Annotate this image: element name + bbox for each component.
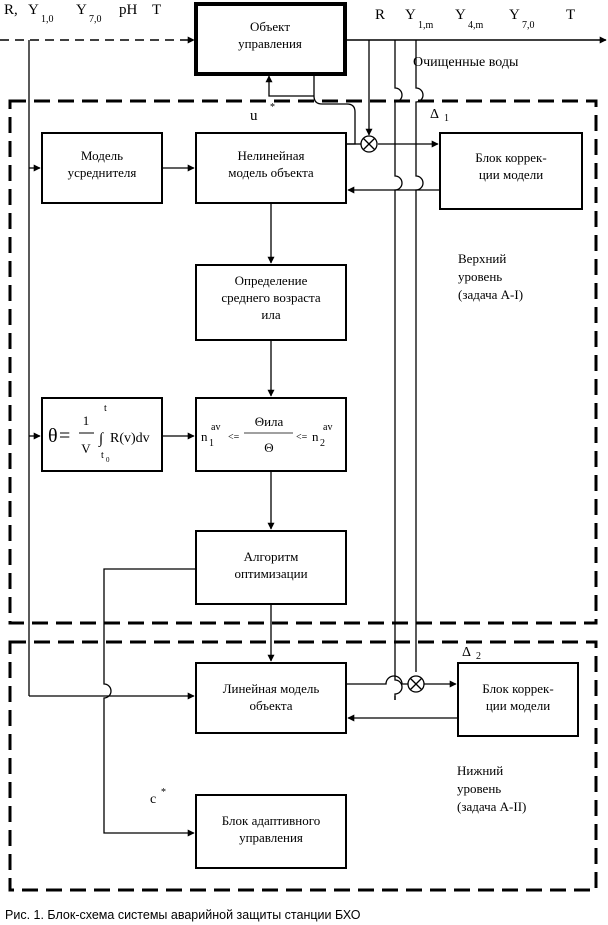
svg-text:∫: ∫: [98, 431, 105, 447]
svg-text:уровень: уровень: [457, 781, 501, 796]
svg-text:7,0: 7,0: [522, 20, 535, 31]
svg-text:оптимизации: оптимизации: [234, 566, 307, 581]
nonlinear-model-block: Нелинейная модель объекта: [195, 132, 347, 204]
svg-text:pH: pH: [119, 2, 138, 18]
svg-text:Δ: Δ: [430, 107, 439, 122]
svg-text:T: T: [152, 2, 161, 18]
averager-model-block: Модель усреднителя: [41, 132, 163, 204]
lower-level-label: Нижний уровень (задача А-II): [457, 763, 526, 814]
linear-model-block: Линейная модель объекта: [195, 662, 347, 734]
svg-text:7,0: 7,0: [89, 14, 102, 25]
svg-text:ила: ила: [261, 307, 280, 322]
svg-text:1: 1: [209, 438, 214, 449]
svg-text:ции модели: ции модели: [486, 698, 550, 713]
summing-junction-upper: [360, 135, 378, 153]
svg-text:Y: Y: [405, 7, 416, 23]
svg-text:Определение: Определение: [235, 273, 308, 288]
svg-text:4,m: 4,m: [468, 20, 484, 31]
delta1-label: Δ 1: [430, 107, 449, 124]
svg-text:T: T: [566, 7, 575, 23]
svg-text:R: R: [375, 7, 385, 23]
svg-text:Θ: Θ: [264, 440, 273, 455]
svg-text:Δ: Δ: [462, 645, 471, 660]
svg-text:1,0: 1,0: [41, 14, 54, 25]
svg-text:R,: R,: [4, 2, 18, 18]
svg-text:av: av: [211, 422, 220, 433]
svg-text:ции модели: ции модели: [479, 167, 543, 182]
svg-text:Нелинейная: Нелинейная: [238, 148, 305, 163]
plant-block: Объект управления: [194, 2, 347, 76]
c-star-label: c *: [150, 787, 166, 807]
adaptive-control-block: Блок адаптивного управления: [195, 794, 347, 869]
svg-text:объекта: объекта: [249, 698, 292, 713]
svg-text:усреднителя: усреднителя: [68, 165, 137, 180]
svg-text:уровень: уровень: [458, 269, 502, 284]
svg-text:управления: управления: [239, 830, 303, 845]
avg-sludge-age-block: Определение среднего возраста ила: [195, 264, 347, 341]
svg-text:Y: Y: [455, 7, 466, 23]
svg-text:n: n: [312, 429, 319, 444]
connectors: [28, 40, 458, 837]
svg-text:c: c: [150, 792, 156, 807]
svg-text:Y: Y: [76, 2, 87, 18]
optimization-block: Алгоритм оптимизации: [195, 530, 347, 605]
svg-text:Y: Y: [509, 7, 520, 23]
upper-level-label: Верхний уровень (задача А-I): [458, 251, 523, 302]
input-signals: R, Y 1,0 Y 7,0 pH T: [4, 2, 161, 25]
svg-text:Линейная модель: Линейная модель: [223, 681, 320, 696]
svg-text:<=: <=: [228, 432, 240, 443]
svg-text:R(v)dv: R(v)dv: [110, 431, 150, 446]
sludge-age-constraint-block: n 1 av <= Θила Θ <= n 2 av: [195, 397, 347, 472]
svg-text:Блок адаптивного: Блок адаптивного: [222, 813, 321, 828]
upper-correction-block: Блок коррек- ции модели: [439, 132, 583, 210]
svg-text:2: 2: [320, 438, 325, 449]
svg-text:(задача А-I): (задача А-I): [458, 287, 523, 302]
svg-text:(задача А-II): (задача А-II): [457, 799, 526, 814]
svg-text:*: *: [161, 787, 166, 798]
svg-text:V: V: [81, 441, 91, 456]
svg-text:1: 1: [83, 413, 90, 428]
svg-text:модель объекта: модель объекта: [228, 165, 314, 180]
svg-text:Θила: Θила: [255, 414, 284, 429]
summing-junction-lower: [407, 675, 425, 693]
svg-text:u: u: [250, 108, 258, 124]
svg-text:Блок коррек-: Блок коррек-: [475, 150, 546, 165]
theta-formula-block: θ = 1 V t ∫ t 0 R(v)dv: [41, 397, 163, 472]
delta2-label: Δ 2: [462, 645, 481, 662]
svg-text:Верхний: Верхний: [458, 251, 506, 266]
svg-text:Нижний: Нижний: [457, 763, 503, 778]
svg-text:2: 2: [476, 651, 481, 662]
svg-text:av: av: [323, 422, 332, 433]
svg-text:Y: Y: [28, 2, 39, 18]
svg-text:0: 0: [106, 456, 110, 464]
svg-text:Алгоритм: Алгоритм: [244, 549, 299, 564]
svg-text:t: t: [101, 450, 104, 461]
u-star-label: u *: [250, 102, 275, 124]
svg-text:n: n: [201, 429, 208, 444]
svg-text:среднего возраста: среднего возраста: [221, 290, 321, 305]
upper-level-frame: [8, 99, 598, 625]
svg-text:1,m: 1,m: [418, 20, 434, 31]
svg-text:управления: управления: [238, 36, 302, 51]
output-label: Очищенные воды: [413, 55, 519, 70]
svg-text:t: t: [104, 403, 107, 414]
svg-text:θ: θ: [48, 425, 58, 447]
lower-correction-block: Блок коррек- ции модели: [457, 662, 579, 737]
output-signals: R Y 1,m Y 4,m Y 7,0 T: [375, 7, 575, 31]
lower-level-frame: [8, 640, 598, 892]
svg-text:1: 1: [444, 113, 449, 124]
svg-text:*: *: [270, 102, 275, 113]
svg-text:=: =: [59, 425, 70, 447]
svg-text:Модель: Модель: [81, 148, 123, 163]
svg-text:Объект: Объект: [250, 19, 290, 34]
figure-caption: Рис. 1. Блок-схема системы аварийной защ…: [5, 908, 361, 922]
svg-text:Блок коррек-: Блок коррек-: [482, 681, 553, 696]
svg-text:<=: <=: [296, 432, 308, 443]
